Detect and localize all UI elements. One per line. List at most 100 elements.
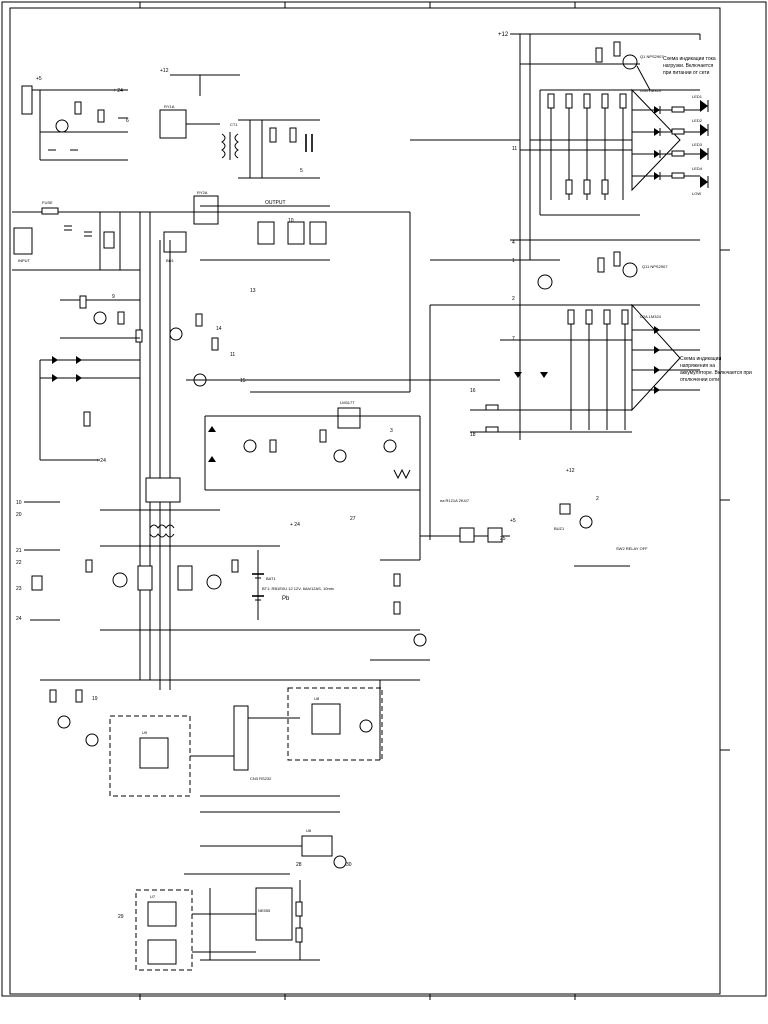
optocoupler (147, 901, 177, 927)
component-label: CT1 (230, 122, 238, 127)
rail-label: +12 (160, 68, 169, 74)
battery-note: BT1: RB1E0U 12 12V, 6Ah/12AS, 10min (262, 586, 334, 591)
component-label: U6 (306, 828, 312, 833)
component-label: U9 (142, 730, 148, 735)
rail-label: + 24 (113, 88, 123, 94)
pin-label: 29 (118, 914, 124, 920)
pin-label: 1 (512, 258, 515, 264)
rail-label: +12 (566, 468, 575, 474)
oscillator-section: +5 + 24 6 (21, 76, 129, 161)
led-label: LED3 (692, 142, 703, 147)
db9-connector (233, 705, 249, 771)
component-label: LM317T (340, 400, 355, 405)
pin-label: 28 (296, 862, 302, 868)
rail-label: + 24 (96, 458, 106, 464)
component-label: U1A LM324 (640, 88, 662, 93)
optocoupler (311, 703, 341, 735)
rail-label: +5 (510, 518, 516, 524)
pin-label: 4 (512, 240, 515, 246)
section-note: аккумуляторе. Включается при (680, 370, 752, 376)
pin-label: 10 (288, 218, 294, 224)
pin-label: 11 (230, 352, 235, 358)
optocoupler (301, 835, 333, 857)
rail-label: +5 (36, 76, 42, 82)
opamp-symbol (631, 303, 681, 412)
pin-label: 3 (390, 428, 393, 434)
rail-label: +12 (498, 32, 509, 38)
transistor-symbol (622, 54, 638, 70)
inverter-stage: + 24 BAT1 BT1: RB1E0U 12 12V, 6Ah/12AS, … (85, 477, 420, 631)
connector-pin: 21 (16, 548, 22, 554)
pin-label: 30 (346, 862, 352, 868)
output-label: OUTPUT (265, 200, 286, 206)
component-label: RY1A (164, 104, 175, 109)
connector-pin: 20 (16, 512, 22, 518)
section-note: Схема индикации (680, 356, 721, 362)
component-label: CN3 RS232 (250, 776, 272, 781)
pin-label: 16 (470, 388, 476, 394)
relay-symbol (193, 195, 219, 225)
right-centre-section: на R121A 2K4/7 +5 25 +12 BUZ1 2 SW2 RELA… (370, 468, 648, 661)
led-label: LED2 (692, 118, 703, 123)
transformer-coil (221, 133, 226, 159)
component-label: Q1 NPS2907 (640, 54, 664, 59)
relay-transformer-section: +12 RY1A CT1 5 RY2A BD1 OUTPUT 13 (159, 68, 330, 294)
pin-label: 14 (216, 326, 222, 332)
pin-label: 25 (500, 536, 506, 542)
connector-pin: 22 (16, 560, 22, 566)
battery-indicator-section: Q11 NPS2907 U2A LM324 Схема индикации на… (429, 239, 752, 540)
led-label: LED4 (692, 166, 703, 171)
component-label: U2A LM324 (640, 314, 662, 319)
pin-label: 2 (512, 296, 515, 302)
optocoupler (147, 939, 177, 965)
opto-module (287, 687, 383, 761)
connector-pin: 23 (16, 586, 22, 592)
pin-label: 18 (470, 432, 476, 438)
component-label: NE555 (258, 908, 271, 913)
pin-label: 7 (512, 336, 515, 342)
rs232-section: 19 U9 CN3 RS232 U8 (40, 679, 420, 797)
mains-input-section: INPUT FUSE (12, 200, 410, 690)
pin-label: 15 (240, 378, 246, 384)
regulator-ic (337, 407, 361, 429)
opto-module (135, 889, 193, 971)
connector-pin: 24 (16, 616, 22, 622)
rail-label: + 24 (290, 522, 300, 528)
left-control-section: 9 + 24 14 15 11 (39, 294, 260, 464)
pin-label: 19 (92, 696, 98, 702)
pin-label: 13 (250, 288, 256, 294)
regulator-section: LM317T 3 27 (204, 139, 520, 560)
note-label: на R121A 2K4/7 (440, 498, 470, 503)
component-label: Q11 NPS2907 (642, 264, 668, 269)
led-label: LED1 (692, 94, 703, 99)
component-label: U7 (150, 894, 156, 899)
pin-label: 27 (350, 516, 356, 522)
pin-label: 9 (112, 294, 115, 300)
component-label: U8 (314, 696, 320, 701)
section-note: при питании от сети (663, 70, 710, 76)
timer-ic (255, 887, 293, 941)
optocoupler (139, 737, 169, 769)
component-label: FUSE (42, 200, 53, 205)
timer-section: U6 30 28 NE555 U7 29 (118, 811, 352, 971)
relay-symbol (159, 109, 187, 139)
pin-label: 2 (596, 496, 599, 502)
bridge-rectifier (163, 231, 187, 253)
component-label: RY2A (197, 190, 208, 195)
section-note: напряжения на (680, 363, 715, 369)
led-column: LED1 LED2 LED3 LED4 LOW (632, 94, 709, 196)
section-note: отключении сети (680, 377, 719, 383)
led-label: LOW (692, 191, 701, 196)
component-label: BUZ1 (554, 526, 565, 531)
edge-connector: 10 20 21 22 23 24 (16, 500, 60, 622)
component-label: BAT1 (266, 576, 276, 581)
connector-label: INPUT (18, 258, 31, 263)
buzzer-symbol (559, 503, 571, 515)
battery-note: Pb (282, 596, 290, 602)
pin-label: 11 (512, 146, 517, 152)
component-label: SW2 RELAY OFF (616, 546, 648, 551)
connector-pin: 10 (16, 500, 22, 506)
pin-label: 6 (126, 118, 129, 124)
load-indicator-section: +12 Q1 NPS2907 U1A LM324 (498, 32, 716, 260)
